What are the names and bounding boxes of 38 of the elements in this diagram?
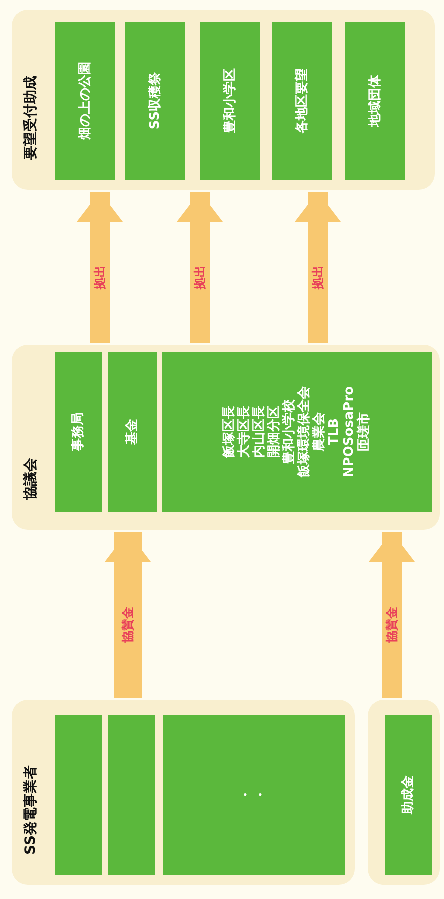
group-heading: 協議会 (22, 458, 40, 500)
member-box: 地域団体 (345, 22, 405, 180)
member-box: 事務局 (55, 352, 102, 512)
member-box: 助成金 (385, 715, 432, 875)
member-name: 飯塚環境保全会 (297, 386, 312, 478)
member-name: 大寺区長 (237, 406, 252, 458)
member-name: 匝瑳市 (357, 412, 372, 452)
arrow (105, 532, 151, 698)
member-box: 畑の上の公園 (55, 22, 115, 180)
group-heading: SS発電事業者 (22, 765, 40, 855)
group-panel (368, 700, 440, 885)
member-box (163, 715, 345, 875)
member-box (162, 352, 432, 512)
member-name: TLB (327, 418, 342, 446)
arrow (369, 532, 415, 698)
member-name: ・ (239, 788, 254, 802)
member-name: ・ (254, 788, 269, 802)
member-box (108, 715, 155, 875)
member-name: 農業会 (312, 412, 327, 452)
member-box (55, 715, 102, 875)
edge-label: 協賛金 (384, 605, 400, 645)
group-panel (12, 10, 435, 190)
arrow (177, 192, 223, 343)
member-box: 豊和小学区 (200, 22, 260, 180)
arrow (295, 192, 341, 343)
member-name: 開畑分区 (267, 406, 282, 458)
member-name: 内山区長 (252, 406, 267, 458)
member-name: NPOSosaPro (342, 386, 357, 478)
group-heading: 要望受付助成 (22, 76, 40, 160)
member-box: 基金 (108, 352, 157, 512)
member-box: SS収穫祭 (125, 22, 185, 180)
member-box: 各地区要望 (272, 22, 332, 180)
member-name: 豊和小学校 (282, 400, 297, 464)
group-panel (12, 700, 355, 885)
group-panel (12, 345, 440, 530)
arrow (77, 192, 123, 343)
member-name: 飯塚区長 (222, 406, 237, 458)
edge-label: 協賛金 (120, 605, 136, 645)
